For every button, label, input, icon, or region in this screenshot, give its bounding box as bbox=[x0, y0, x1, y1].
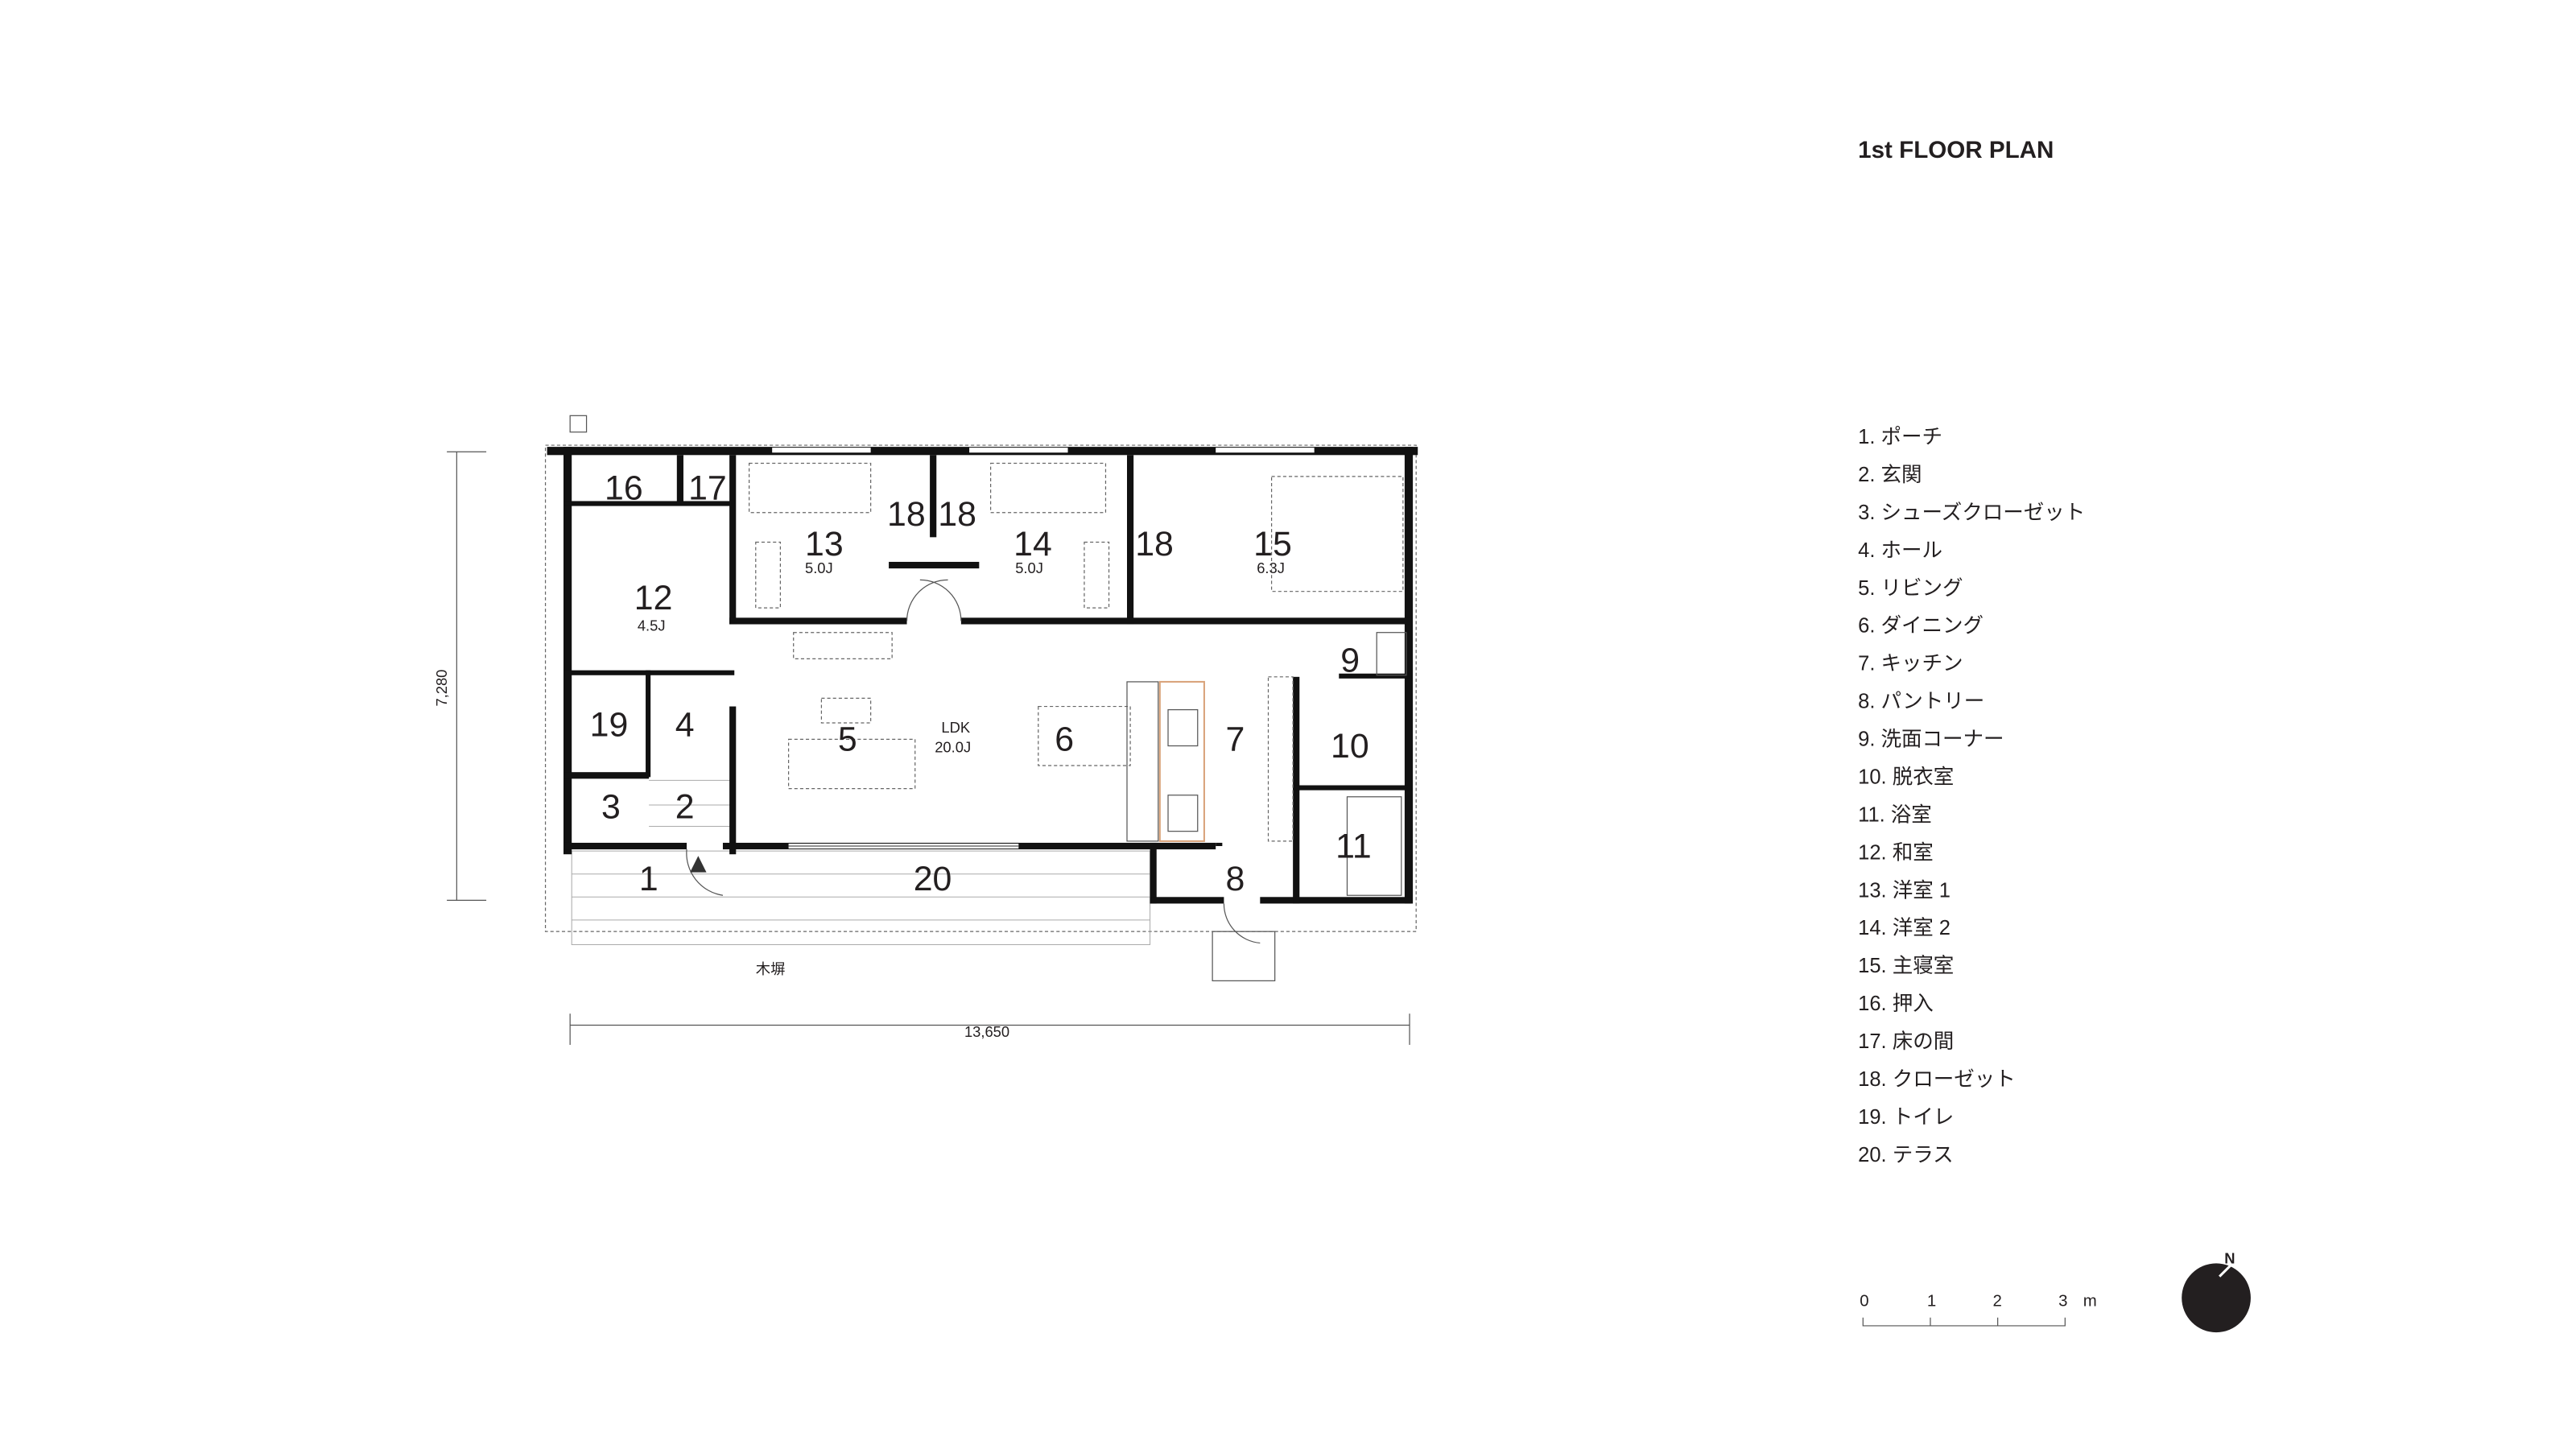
legend-item: 12. 和室 bbox=[1858, 841, 1934, 864]
scale-tick-1: 1 bbox=[1927, 1292, 1936, 1310]
room-19-number: 19 bbox=[590, 705, 629, 744]
room-12-number: 12 bbox=[634, 579, 673, 617]
entrance-arrow-icon bbox=[690, 856, 707, 873]
room-6-number: 6 bbox=[1055, 720, 1074, 759]
legend-item: 5. リビング bbox=[1858, 577, 1963, 600]
north-arrow: N bbox=[2182, 1249, 2251, 1333]
legend-item: 8. パントリー bbox=[1858, 691, 1984, 713]
room-4-number: 4 bbox=[675, 705, 695, 744]
legend-item: 9. 洗面コーナー bbox=[1858, 729, 2004, 751]
width-label: 13,650 bbox=[964, 1023, 1009, 1040]
north-disc-icon bbox=[2182, 1263, 2251, 1333]
room-13-size: 5.0J bbox=[805, 559, 833, 576]
scale-unit: m bbox=[2083, 1292, 2097, 1310]
legend-item: 2. 玄関 bbox=[1858, 464, 1922, 486]
windows bbox=[772, 448, 1315, 849]
scale-tick-0: 0 bbox=[1860, 1292, 1868, 1310]
legend-item: 17. 床の間 bbox=[1858, 1030, 1954, 1053]
room-labels: 1 2 3 4 5 6 7 8 9 10 11 12 4.5J 13 5.0J … bbox=[590, 469, 1372, 977]
legend-item: 6. ダイニング bbox=[1858, 615, 1984, 638]
ldk-label: LDK bbox=[941, 719, 970, 736]
legend-item: 13. 洋室 1 bbox=[1858, 879, 1951, 902]
floor-plan: 1 2 3 4 5 6 7 8 9 10 11 12 4.5J 13 5.0J … bbox=[544, 415, 1418, 981]
furniture bbox=[690, 462, 1407, 896]
north-label: N bbox=[2224, 1249, 2235, 1266]
scale-tick-3: 3 bbox=[2058, 1292, 2067, 1310]
legend-item: 11. 浴室 bbox=[1858, 803, 1932, 826]
room-8-number: 8 bbox=[1225, 860, 1245, 898]
doors bbox=[686, 579, 1276, 981]
room-18-number-c: 18 bbox=[1135, 525, 1174, 564]
plan-title: 1st FLOOR PLAN bbox=[1858, 137, 2054, 163]
ldk-size: 20.0J bbox=[935, 739, 971, 756]
scale-bar: 0 1 2 3 m bbox=[1860, 1292, 2097, 1327]
room-13-number: 13 bbox=[805, 525, 844, 564]
walls bbox=[547, 447, 1418, 904]
legend-item: 19. トイレ bbox=[1858, 1106, 1954, 1129]
room-3-number: 3 bbox=[601, 787, 621, 826]
legend-item: 4. ホール bbox=[1858, 539, 1942, 562]
room-legend: 1. ポーチ 2. 玄関 3. シューズクローゼット 4. ホール 5. リビン… bbox=[1858, 426, 2085, 1166]
room-15-number: 15 bbox=[1253, 525, 1292, 564]
room-14-number: 14 bbox=[1013, 525, 1052, 564]
room-15-size: 6.3J bbox=[1257, 559, 1285, 576]
scale-tick-2: 2 bbox=[1993, 1292, 2002, 1310]
room-1-number: 1 bbox=[639, 860, 658, 898]
room-5-number: 5 bbox=[838, 720, 857, 759]
room-12-size: 4.5J bbox=[638, 617, 666, 634]
meter-box bbox=[569, 415, 588, 433]
legend-item: 18. クローゼット bbox=[1858, 1068, 2016, 1091]
room-18-number-b: 18 bbox=[938, 495, 976, 534]
dimension-width: 13,650 bbox=[569, 1013, 1410, 1045]
room-11-number: 11 bbox=[1335, 827, 1371, 865]
legend-item: 15. 主寝室 bbox=[1858, 955, 1954, 977]
legend-item: 1. ポーチ bbox=[1858, 426, 1942, 448]
room-2-number: 2 bbox=[675, 787, 695, 826]
room-9-number: 9 bbox=[1340, 642, 1360, 680]
room-7-number: 7 bbox=[1225, 720, 1245, 759]
legend-item: 16. 押入 bbox=[1858, 993, 1934, 1015]
legend-item: 20. テラス bbox=[1858, 1144, 1954, 1166]
depth-label: 7,280 bbox=[433, 670, 450, 707]
legend-item: 7. キッチン bbox=[1858, 653, 1963, 675]
eave-outline bbox=[544, 444, 1417, 932]
terrace-tiles bbox=[571, 779, 1151, 945]
legend-item: 14. 洋室 2 bbox=[1858, 917, 1951, 939]
legend-item: 10. 脱衣室 bbox=[1858, 766, 1954, 788]
room-17-number: 17 bbox=[688, 469, 727, 507]
room-10-number: 10 bbox=[1331, 727, 1369, 766]
room-14-size: 5.0J bbox=[1015, 559, 1043, 576]
dimension-depth: 7,280 bbox=[433, 451, 487, 901]
room-20-number: 20 bbox=[914, 860, 952, 898]
legend-item: 3. シューズクローゼット bbox=[1858, 502, 2085, 524]
room-18-number-a: 18 bbox=[887, 495, 926, 534]
room-16-number: 16 bbox=[605, 469, 643, 507]
fence-label: 木塀 bbox=[756, 960, 786, 977]
